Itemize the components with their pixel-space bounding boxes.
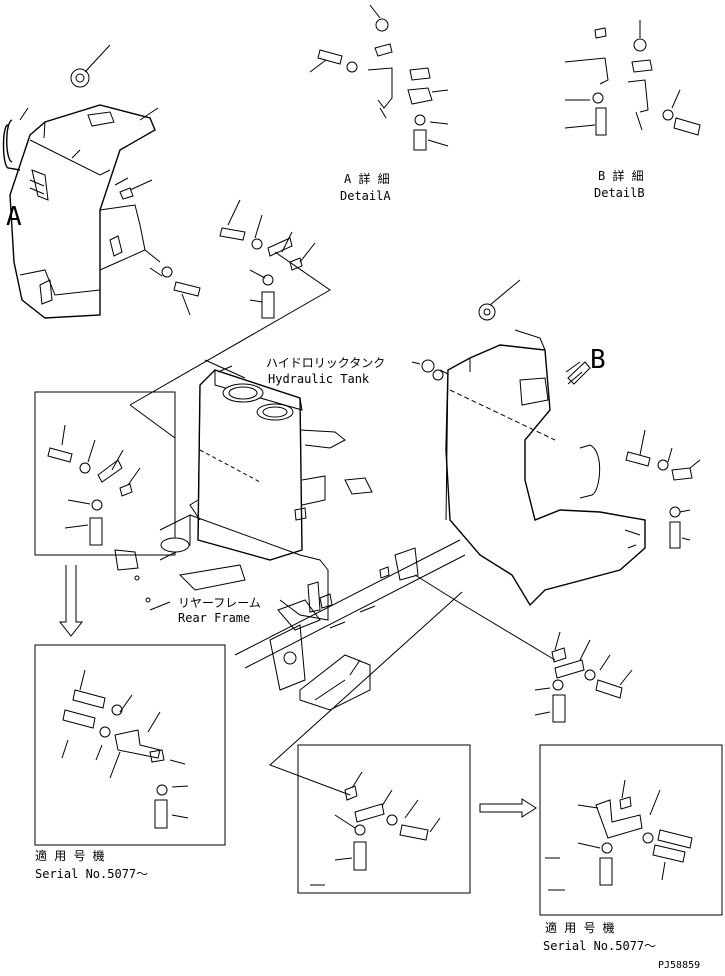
hydraulic-tank: ハイドロリックタンク Hydraulic Tank (114, 356, 385, 621)
hydraulic-tank-en: Hydraulic Tank (268, 372, 370, 386)
drawing-code: PJ58859 (658, 960, 700, 971)
detail-b-en: DetailB (594, 186, 645, 200)
detail-a-jp: A 詳 細 (344, 171, 390, 186)
view-a-label: A (6, 202, 22, 232)
detail-b-jp: B 詳 細 (598, 168, 644, 183)
hydraulic-tank-jp: ハイドロリックタンク (266, 356, 385, 370)
serial-jp-1: 適 用 号 機 (35, 848, 105, 863)
lower-left-serial-box: 適 用 号 機 Serial No.5077～ (34, 644, 226, 881)
rear-frame: リヤーフレーム Rear Frame (149, 539, 556, 711)
left-cover-assembly: A (2, 44, 201, 319)
detail-b-group: B 詳 細 DetailB (564, 20, 701, 200)
left-detail-box (34, 391, 176, 637)
detail-a-en: DetailA (340, 189, 391, 203)
middle-parts-group (129, 199, 331, 439)
center-bottom-box (297, 744, 537, 894)
lower-right-parts-group (269, 591, 633, 796)
serial-jp-2: 適 用 号 機 (545, 920, 615, 935)
rear-frame-jp: リヤーフレーム (178, 596, 261, 610)
serial-en-1: Serial No.5077～ (35, 867, 148, 881)
detail-a-group: A 詳 細 DetailA (309, 4, 449, 203)
lower-right-serial-box: 適 用 号 機 Serial No.5077～ (539, 744, 723, 953)
rear-frame-en: Rear Frame (178, 611, 250, 625)
view-b-label: B (590, 345, 606, 375)
right-cover-assembly: B (411, 279, 701, 607)
serial-en-2: Serial No.5077～ (543, 939, 656, 953)
